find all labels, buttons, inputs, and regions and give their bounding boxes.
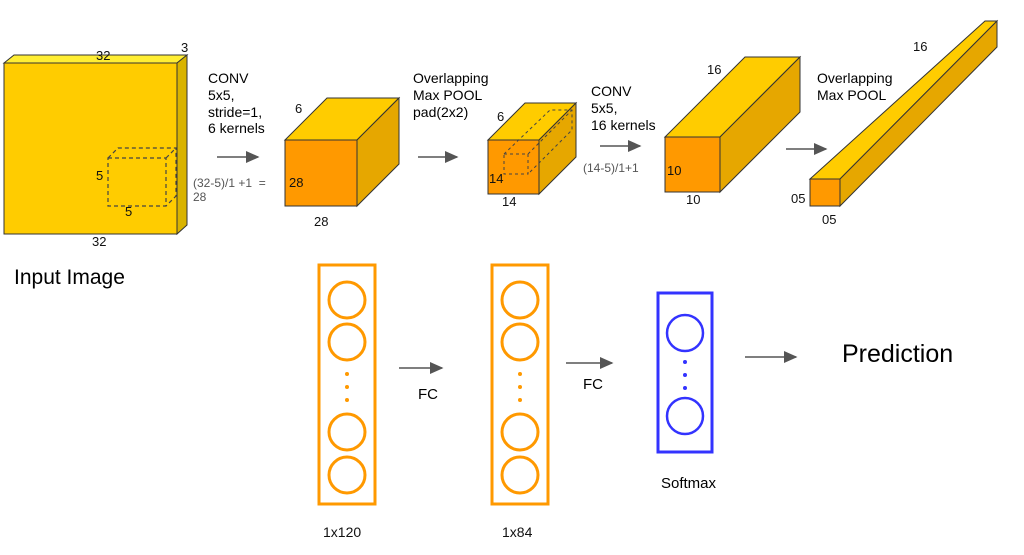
fc-layer-120 — [317, 263, 377, 506]
feature-map-2 — [486, 101, 578, 196]
softmax-label: Softmax — [661, 475, 717, 492]
neuron — [327, 412, 367, 452]
pool-window-box — [503, 109, 573, 175]
ellipsis-dot — [683, 386, 687, 390]
ellipsis-dot — [518, 398, 522, 402]
softmax-layer — [656, 291, 714, 454]
neuron — [665, 313, 705, 353]
map4-depth-label: 16 — [913, 39, 928, 54]
conv1-label: CONV 5x5, stride=1, 6 kernels — [208, 70, 265, 137]
input-width-top-label: 32 — [96, 48, 111, 63]
neuron — [500, 455, 540, 495]
neuron — [665, 396, 705, 436]
map1-width-label: 28 — [314, 214, 329, 229]
feature-map-4 — [808, 19, 999, 208]
ellipsis-dot — [345, 385, 349, 389]
ellipsis-dot — [518, 372, 522, 376]
map1-height-label: 28 — [289, 175, 304, 190]
fc1-arrow-label: FC — [418, 386, 438, 403]
ellipsis-dot — [683, 360, 687, 364]
fc2-arrow-label: FC — [583, 376, 603, 393]
map4-width-label: 05 — [822, 212, 837, 227]
ellipsis-dot — [345, 398, 349, 402]
prediction-label: Prediction — [842, 340, 954, 368]
map3-depth-label: 16 — [707, 62, 722, 77]
neuron — [327, 280, 367, 320]
input-front-face — [3, 62, 178, 235]
conv2-label: CONV 5x5, 16 kernels — [591, 83, 656, 133]
input-side-face — [176, 53, 188, 236]
fc1-size-label: 1x120 — [323, 524, 362, 540]
kernel-height-label: 5 — [96, 168, 104, 183]
neuron — [327, 455, 367, 495]
feature-map-1 — [283, 96, 401, 208]
conv1-formula: (32-5)/1 +1 = 28 — [193, 176, 266, 205]
kernel-width-label: 5 — [125, 204, 133, 219]
map2-width-label: 14 — [502, 194, 517, 209]
input-kernel-box — [107, 147, 177, 207]
ellipsis-dot — [345, 372, 349, 376]
input-image-block — [2, 53, 189, 236]
ellipsis-dot — [683, 373, 687, 377]
neuron — [327, 322, 367, 362]
feature-map-3 — [663, 55, 802, 194]
map3-height-label: 10 — [667, 163, 682, 178]
neuron — [500, 280, 540, 320]
fc2-size-label: 1x84 — [502, 524, 533, 540]
map1-depth-label: 6 — [295, 101, 303, 116]
ellipsis-dot — [518, 385, 522, 389]
conv2-formula: (14-5)/1+1 — [583, 161, 639, 175]
neuron — [500, 412, 540, 452]
pool2-label: Overlapping Max POOL — [817, 70, 893, 103]
neuron — [500, 322, 540, 362]
pool1-label: Overlapping Max POOL pad(2x2) — [413, 70, 489, 120]
input-depth-label: 3 — [181, 40, 189, 55]
map3-width-label: 10 — [686, 192, 701, 207]
input-image-title: Input Image — [14, 266, 125, 289]
map4-height-label: 05 — [791, 191, 806, 206]
map2-depth-label: 6 — [497, 109, 505, 124]
input-height-bottom-label: 32 — [92, 234, 107, 249]
map2-height-label: 14 — [489, 171, 504, 186]
fc-layer-84 — [490, 263, 550, 506]
